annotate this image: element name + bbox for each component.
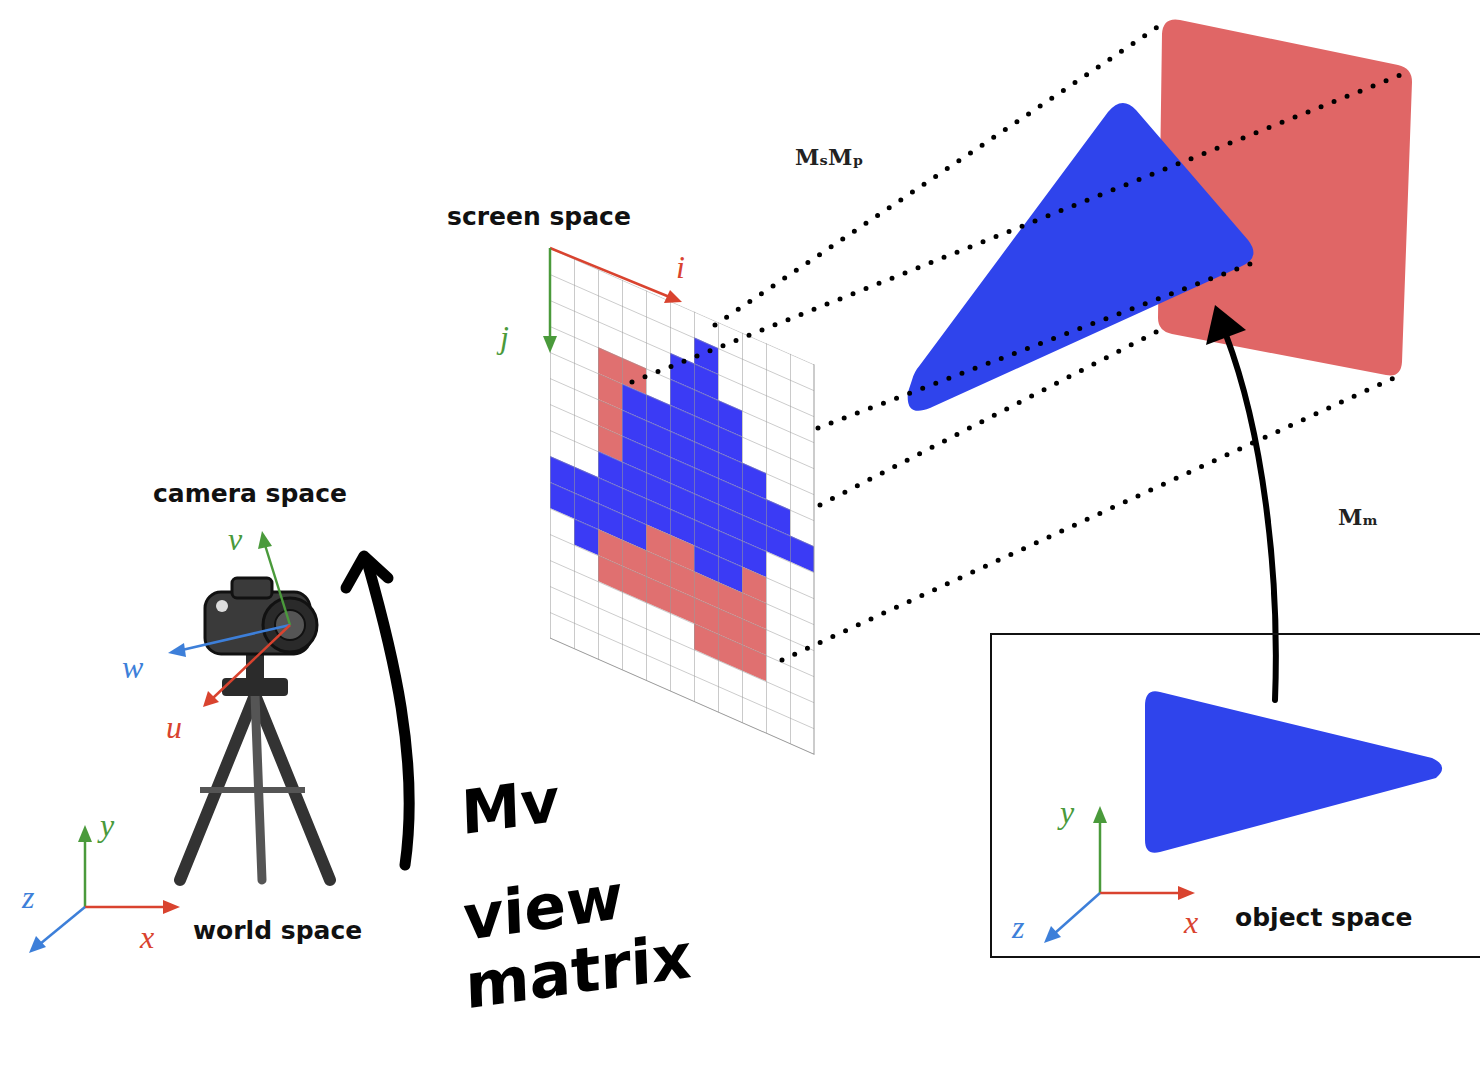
vector-label: v⃗ <box>228 522 267 557</box>
axis-label: z <box>22 880 34 915</box>
drawing-part <box>78 825 92 842</box>
axis-label: y <box>100 808 114 843</box>
drawing-part <box>200 787 305 793</box>
drawing-part <box>265 545 290 625</box>
drawing-part <box>29 936 46 953</box>
drawing-part <box>163 900 180 914</box>
view-matrix-arrow <box>346 556 409 865</box>
space-frame: y z x object space <box>990 633 1480 958</box>
drawing-part <box>246 652 264 680</box>
axis-label: j <box>500 320 509 355</box>
world-axes <box>29 825 180 953</box>
drawing-part <box>213 625 290 698</box>
drawing-part <box>632 72 1408 382</box>
drawing-part <box>203 691 219 707</box>
drawing-part <box>818 262 1255 428</box>
matrix-label: MₛMₚ <box>795 145 863 169</box>
drawing-part <box>782 376 1398 660</box>
axis-label: z <box>1012 910 1024 945</box>
drawing-part <box>1055 893 1100 933</box>
drawing-part <box>1206 305 1246 345</box>
camera-axes <box>168 531 290 707</box>
space-label: camera space <box>153 480 347 508</box>
space-label: world space <box>193 917 362 945</box>
model-matrix-arrow <box>1206 305 1276 700</box>
drawing-part <box>1093 806 1107 823</box>
blue-triangle <box>908 103 1254 411</box>
space-label: screen space <box>447 203 631 231</box>
axis-label: i <box>676 250 685 285</box>
object-triangle <box>1145 691 1442 853</box>
drawing-part <box>1044 926 1061 943</box>
drawing-part <box>715 22 1165 325</box>
screen-axes <box>543 248 682 353</box>
vector-label: u⃗ <box>166 710 207 745</box>
drawing-part <box>84 838 87 907</box>
drawing-part <box>1226 335 1276 700</box>
drawing-part <box>1178 886 1195 900</box>
drawing-part <box>216 600 228 612</box>
drawing-part <box>368 565 409 865</box>
drawing-part <box>549 248 552 340</box>
drawing-part <box>182 625 290 650</box>
drawing-part <box>664 290 682 303</box>
axis-label: x <box>140 920 154 955</box>
drawing-part <box>346 556 388 588</box>
axis-label: x <box>1184 905 1198 940</box>
projection-lines <box>632 22 1408 660</box>
vector-label: w⃗ <box>122 650 168 685</box>
drawing-part <box>543 336 557 353</box>
drawing-part <box>40 907 85 944</box>
drawing-part <box>820 330 1160 505</box>
space-label: object space <box>1235 904 1413 932</box>
drawing-part <box>1099 820 1102 893</box>
handwritten-note: Mv <box>460 766 560 846</box>
handwritten-note: view matrix <box>462 845 754 1022</box>
drawing-part <box>1100 892 1180 895</box>
matrix-label: Mₘ <box>1338 505 1378 529</box>
drawing-part <box>85 906 165 909</box>
axis-label: y <box>1060 795 1074 830</box>
drawing-part <box>168 643 186 657</box>
drawing-part <box>550 248 672 298</box>
drawing-part <box>232 578 272 598</box>
